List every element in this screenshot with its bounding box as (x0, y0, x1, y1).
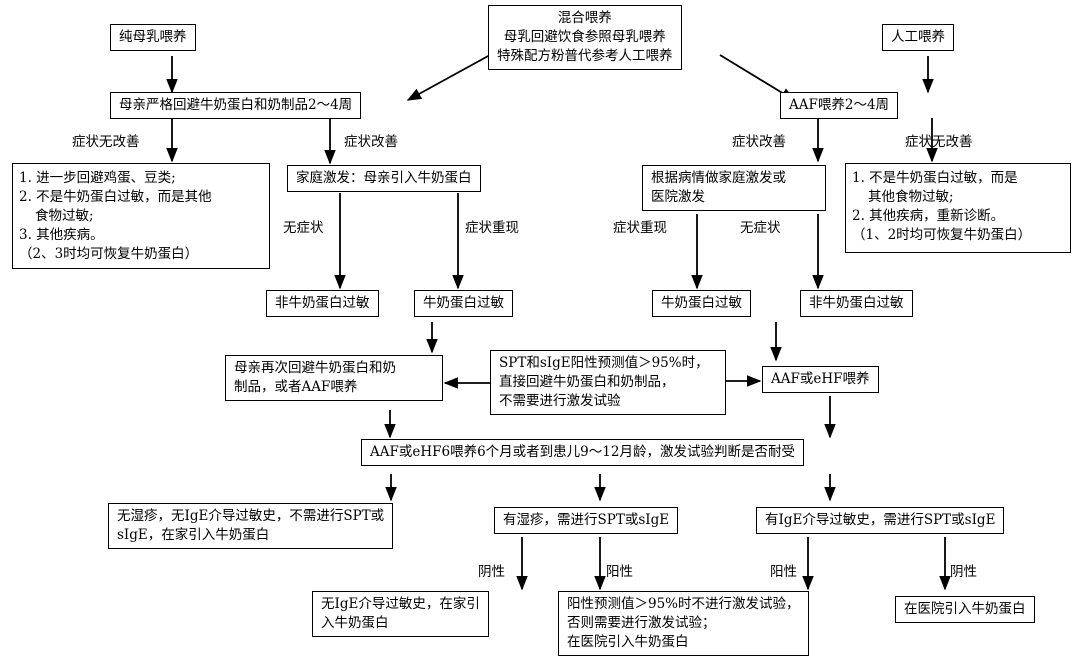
mixed-feeding-line1: 母乳回避饮食参照母乳喂养 (503, 29, 666, 45)
feed-six-months-text: AAF或eHF6喂养6个月或者到患儿9～12月龄，激发试验判断是否耐受 (370, 444, 795, 460)
label-right-improve: 症状改善 (732, 134, 786, 150)
left-cma-box: 牛奶蛋白过敏 (414, 290, 513, 317)
spt-predictive-line1: SPT和sIgE阳性预测值＞95%时， (499, 355, 709, 371)
ige-history-box: 有IgE介导过敏史，需进行SPT或sIgE (756, 507, 1005, 534)
label-positive: 阳性 (606, 564, 633, 580)
mixed-feeding-box: 混合喂养 母乳回避饮食参照母乳喂养 特殊配方粉普代参考人工喂养 (488, 5, 682, 70)
artificial-feeding-box: 人工喂养 (882, 24, 954, 51)
right-no-improve-line3: 2. 其他疾病，重新诊断。 (852, 208, 1005, 224)
left-no-improve-line3: 食物过敏; (35, 208, 94, 224)
label-negative: 阴性 (478, 564, 505, 580)
right-cma-box: 牛奶蛋白过敏 (652, 290, 751, 317)
aaf-feeding-box: AAF喂养2～4周 (780, 92, 899, 119)
label-left-recur: 症状重现 (465, 220, 519, 236)
home-intro-line1: 无IgE介导过敏史，在家引 (321, 596, 480, 612)
left-no-improve-line1: 1. 进一步回避鸡蛋、豆类; (19, 170, 176, 186)
right-no-improve-box: 1. 不是牛奶蛋白过敏，而是 其他食物过敏; 2. 其他疾病，重新诊断。 （1、… (845, 163, 1071, 253)
breast-feeding-box: 纯母乳喂养 (110, 24, 196, 51)
aaf-feeding-text: AAF喂养2～4周 (789, 97, 890, 113)
mother-reavoid-line1: 母亲再次回避牛奶蛋白和奶 (234, 360, 396, 376)
left-no-improve-line2: 2. 不是牛奶蛋白过敏，而是其他 (19, 189, 212, 205)
home-challenge-text: 家庭激发：母亲引入牛奶蛋白 (296, 170, 472, 186)
breast-feeding-text: 纯母乳喂养 (119, 29, 187, 45)
no-eczema-line1: 无湿疹，无IgE介导过敏史，不需进行SPT或 (117, 508, 385, 524)
spt-predictive-line2: 直接回避牛奶蛋白和奶制品， (499, 374, 675, 390)
left-no-improve-line5: （2、3时均可恢复牛奶蛋白） (19, 246, 199, 262)
hospital-intro-box: 在医院引入牛奶蛋白 (895, 596, 1035, 623)
label-left-improve: 症状改善 (344, 134, 398, 150)
right-no-improve-line4: （1、2时均可恢复牛奶蛋白） (852, 227, 1032, 243)
challenge-decide-box: 根据病情做家庭激发或 医院激发 (642, 165, 826, 211)
label-right-no-symptom: 无症状 (740, 220, 781, 236)
hospital-challenge-box: 阳性预测值＞95%时不进行激发试验， 否则需要进行激发试验； 在医院引入牛奶蛋白 (558, 591, 809, 656)
spt-predictive-line3: 不需要进行激发试验 (499, 393, 621, 409)
right-no-improve-line1: 1. 不是牛奶蛋白过敏，而是 (852, 170, 1018, 186)
challenge-decide-line2: 医院激发 (651, 189, 705, 205)
ige-history-text: 有IgE介导过敏史，需进行SPT或sIgE (765, 512, 996, 528)
mixed-feeding-line2: 特殊配方粉普代参考人工喂养 (497, 48, 673, 64)
hospital-challenge-line3: 在医院引入牛奶蛋白 (567, 634, 689, 650)
label-positive-2: 阳性 (770, 564, 797, 580)
home-challenge-box: 家庭激发：母亲引入牛奶蛋白 (287, 165, 481, 192)
left-no-improve-line4: 3. 其他疾病。 (19, 227, 104, 243)
right-no-improve-line2: 其他食物过敏; (868, 189, 954, 205)
left-non-cma-text: 非牛奶蛋白过敏 (275, 295, 370, 311)
arrow-mixed-to-avoid (406, 54, 491, 101)
feed-six-months-box: AAF或eHF6喂养6个月或者到患儿9～12月龄，激发试验判断是否耐受 (361, 439, 804, 466)
hospital-challenge-line2: 否则需要进行激发试验； (567, 615, 716, 631)
left-non-cma-box: 非牛奶蛋白过敏 (266, 290, 379, 317)
label-left-no-improve: 症状无改善 (72, 134, 140, 150)
hospital-intro-text: 在医院引入牛奶蛋白 (904, 601, 1026, 617)
artificial-feeding-text: 人工喂养 (891, 29, 945, 45)
mother-reavoid-line2: 制品，或者AAF喂养 (234, 379, 358, 395)
label-negative-2: 阴性 (950, 564, 977, 580)
eczema-box: 有湿疹，需进行SPT或sIgE (494, 507, 679, 534)
left-cma-text: 牛奶蛋白过敏 (423, 295, 504, 311)
mother-reavoid-box: 母亲再次回避牛奶蛋白和奶 制品，或者AAF喂养 (225, 355, 443, 401)
home-intro-box: 无IgE介导过敏史，在家引 入牛奶蛋白 (312, 591, 489, 637)
eczema-text: 有湿疹，需进行SPT或sIgE (503, 512, 670, 528)
mixed-feeding-title: 混合喂养 (557, 10, 612, 26)
spt-predictive-box: SPT和sIgE阳性预测值＞95%时， 直接回避牛奶蛋白和奶制品， 不需要进行激… (490, 350, 726, 415)
label-right-no-improve: 症状无改善 (905, 134, 973, 150)
mother-avoid-text: 母亲严格回避牛奶蛋白和奶制品2～4周 (119, 97, 353, 113)
right-non-cma-box: 非牛奶蛋白过敏 (800, 290, 913, 317)
left-no-improve-box: 1. 进一步回避鸡蛋、豆类; 2. 不是牛奶蛋白过敏，而是其他 食物过敏; 3.… (12, 163, 270, 269)
aaf-ehf-text: AAF或eHF喂养 (771, 371, 870, 387)
right-non-cma-text: 非牛奶蛋白过敏 (809, 295, 904, 311)
mother-avoid-box: 母亲严格回避牛奶蛋白和奶制品2～4周 (110, 92, 362, 119)
aaf-ehf-box: AAF或eHF喂养 (762, 366, 879, 393)
right-cma-text: 牛奶蛋白过敏 (661, 295, 742, 311)
label-left-no-symptom: 无症状 (283, 220, 324, 236)
challenge-decide-line1: 根据病情做家庭激发或 (651, 170, 786, 186)
no-eczema-box: 无湿疹，无IgE介导过敏史，不需进行SPT或 sIgE，在家引入牛奶蛋白 (108, 503, 394, 549)
no-eczema-line2: sIgE，在家引入牛奶蛋白 (117, 527, 270, 543)
hospital-challenge-line1: 阳性预测值＞95%时不进行激发试验， (567, 596, 800, 612)
label-right-recur: 症状重现 (613, 220, 667, 236)
home-intro-line2: 入牛奶蛋白 (321, 615, 389, 631)
